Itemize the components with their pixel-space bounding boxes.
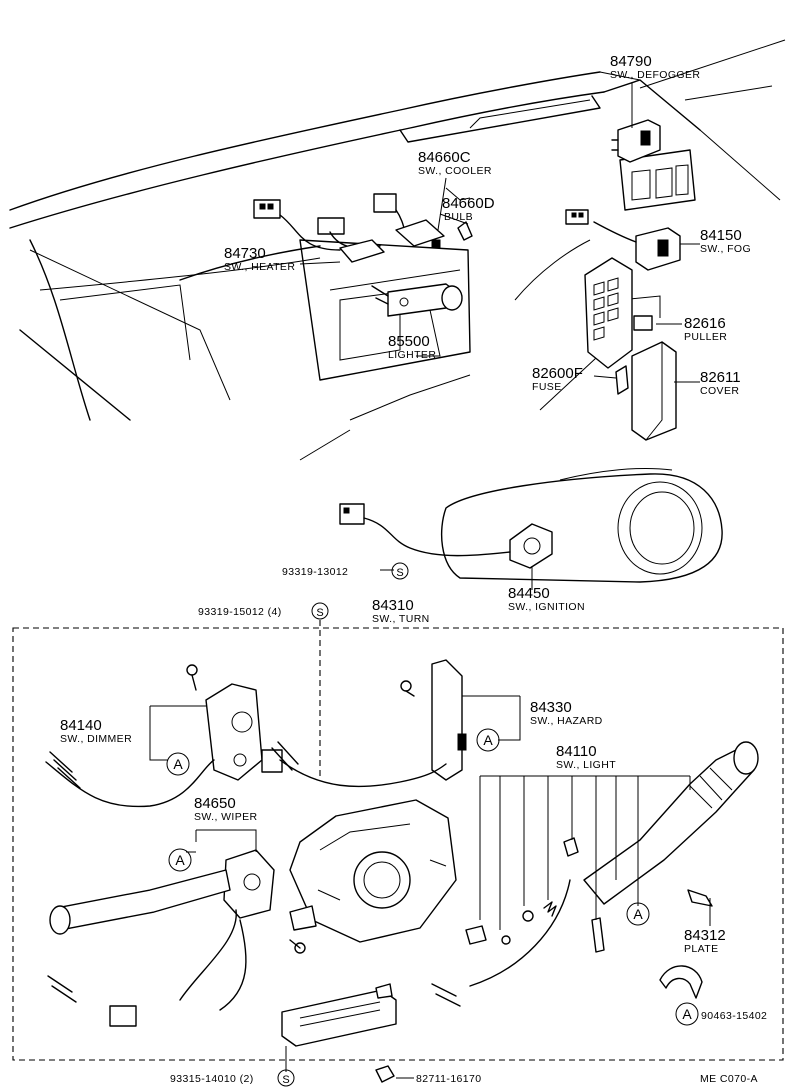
svg-text:84650: 84650 xyxy=(194,795,236,812)
svg-text:SW., DEFOGGER: SW., DEFOGGER xyxy=(610,69,700,81)
fuse-cover xyxy=(631,341,677,441)
svg-text:BULB: BULB xyxy=(444,211,473,223)
svg-text:A: A xyxy=(173,756,183,772)
ref-a-symbol-hazard: A xyxy=(476,728,500,752)
label-fuse: 82600F FUSE xyxy=(532,365,583,393)
label-bolt-93319-13012: 93319-13012 xyxy=(282,566,348,578)
cigarette-lighter xyxy=(371,283,463,317)
svg-text:84150: 84150 xyxy=(700,227,742,244)
svg-text:84660D: 84660D xyxy=(442,195,495,212)
svg-text:84790: 84790 xyxy=(610,53,652,70)
label-heater-switch: 84730 SW., HEATER xyxy=(224,245,295,273)
label-clamp-90463-15402: 90463-15402 xyxy=(701,1010,767,1022)
label-ignition-switch: 84450 SW., IGNITION xyxy=(508,585,585,613)
label-plate: 84312 PLATE xyxy=(684,927,726,955)
svg-text:SW., WIPER: SW., WIPER xyxy=(194,811,258,823)
label-light-switch: 84110 SW., LIGHT xyxy=(556,743,616,771)
fuse-puller xyxy=(633,315,653,331)
svg-text:A: A xyxy=(175,852,185,868)
heater-switch-harness xyxy=(253,193,473,263)
standard-part-symbol: S xyxy=(277,1069,295,1087)
svg-text:SW., IGNITION: SW., IGNITION xyxy=(508,601,585,613)
svg-text:S: S xyxy=(396,567,403,579)
light-switch-lever xyxy=(431,741,759,1007)
ref-a-symbol-dimmer: A xyxy=(166,752,190,776)
label-bolt-93319-15012: 93319-15012 (4) xyxy=(198,606,282,618)
svg-text:COVER: COVER xyxy=(700,385,739,397)
svg-text:SW., LIGHT: SW., LIGHT xyxy=(556,759,616,771)
fog-switch xyxy=(565,209,681,271)
svg-text:82611: 82611 xyxy=(700,369,741,386)
svg-text:SW., FOG: SW., FOG xyxy=(700,243,751,255)
label-defogger-switch: 84790 SW., DEFOGGER xyxy=(610,53,700,81)
label-puller: 82616 PULLER xyxy=(684,315,727,343)
turn-switch-body xyxy=(289,799,457,943)
label-fog-switch: 84150 SW., FOG xyxy=(700,227,751,255)
svg-text:PULLER: PULLER xyxy=(684,331,727,343)
svg-text:SW., COOLER: SW., COOLER xyxy=(418,165,492,177)
fuse-block xyxy=(584,257,633,369)
standard-part-symbol: S xyxy=(391,562,409,580)
ignition-switch xyxy=(339,503,553,569)
dimmer-switch xyxy=(45,664,283,808)
ref-a-symbol-light: A xyxy=(626,902,650,926)
instrument-panel-drawing xyxy=(9,39,786,461)
svg-text:84450: 84450 xyxy=(508,585,550,602)
label-clip-82711-16170: 82711-16170 xyxy=(416,1073,482,1085)
label-wiper-switch: 84650 SW., WIPER xyxy=(194,795,258,823)
svg-text:84110: 84110 xyxy=(556,743,597,760)
svg-text:FUSE: FUSE xyxy=(532,381,562,393)
ref-a-symbol-clamp: A xyxy=(675,1002,699,1026)
svg-text:S: S xyxy=(316,607,323,619)
label-lighter: 85500 LIGHTER xyxy=(388,333,436,361)
svg-text:SW., HAZARD: SW., HAZARD xyxy=(530,715,603,727)
label-bulb: 84660D BULB xyxy=(442,195,495,223)
standard-part-symbol: S xyxy=(311,602,329,620)
defogger-switch xyxy=(611,119,661,163)
leader-lines xyxy=(149,82,711,1079)
label-cover: 82611 COVER xyxy=(700,369,741,397)
svg-text:82616: 82616 xyxy=(684,315,726,332)
svg-text:84312: 84312 xyxy=(684,927,726,944)
label-cooler-switch: 84660C SW., COOLER xyxy=(418,149,492,177)
turn-switch-assembly-boundary xyxy=(12,627,784,1061)
svg-text:A: A xyxy=(483,732,493,748)
svg-text:SW., DIMMER: SW., DIMMER xyxy=(60,733,132,745)
switch-relay-block xyxy=(281,983,397,1083)
svg-text:SW., HEATER: SW., HEATER xyxy=(224,261,295,273)
label-dimmer-switch: 84140 SW., DIMMER xyxy=(60,717,132,745)
svg-text:85500: 85500 xyxy=(388,333,430,350)
svg-text:84310: 84310 xyxy=(372,597,414,614)
wiper-switch xyxy=(47,849,306,1027)
diagram-code: ME C070-A xyxy=(700,1073,758,1085)
steering-column-cover xyxy=(441,467,723,583)
svg-text:SW., TURN: SW., TURN xyxy=(372,613,430,625)
svg-text:A: A xyxy=(682,1006,692,1022)
hazard-switch xyxy=(271,659,467,788)
label-turn-switch: 84310 SW., TURN xyxy=(372,597,430,625)
svg-text:PLATE: PLATE xyxy=(684,943,718,955)
svg-text:84660C: 84660C xyxy=(418,149,471,166)
label-bolt-93315-14010: 93315-14010 (2) xyxy=(170,1073,254,1085)
label-hazard-switch: 84330 SW., HAZARD xyxy=(530,699,603,727)
svg-text:84730: 84730 xyxy=(224,245,266,262)
svg-text:S: S xyxy=(282,1074,289,1086)
svg-text:LIGHTER: LIGHTER xyxy=(388,349,436,361)
svg-text:84140: 84140 xyxy=(60,717,102,734)
ref-a-symbol-wiper: A xyxy=(168,848,192,872)
svg-text:84330: 84330 xyxy=(530,699,572,716)
fuse xyxy=(615,365,629,395)
svg-text:82600F: 82600F xyxy=(532,365,583,382)
svg-text:A: A xyxy=(633,906,643,922)
